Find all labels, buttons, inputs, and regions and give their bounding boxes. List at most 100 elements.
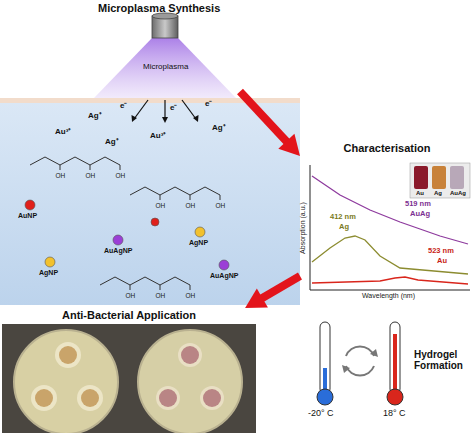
arrow-head xyxy=(278,134,300,156)
cycle-arrow xyxy=(346,346,374,356)
gold-nanoparticle xyxy=(25,200,35,210)
particle-label: AgNP xyxy=(189,239,208,247)
hydroxyl-label: OH xyxy=(116,172,126,179)
peak-label: 412 nm xyxy=(330,213,356,221)
electron-arrow xyxy=(164,100,165,119)
arrow-head xyxy=(162,117,168,123)
oh-bond xyxy=(160,285,161,290)
vial-label: Ag xyxy=(434,190,442,197)
inhibition-zone xyxy=(31,385,57,411)
sample-disc xyxy=(159,389,177,407)
inhibition-zone xyxy=(55,342,81,368)
axis-title: Wavelength (nm) xyxy=(362,292,415,300)
synthesis-panel: Microplasma Synthesis xyxy=(0,0,240,305)
arrow-head xyxy=(193,115,199,122)
particle-label: AuNP xyxy=(18,212,37,220)
x-axis xyxy=(310,290,470,291)
arrow-head xyxy=(245,288,268,308)
vial-label: Au xyxy=(416,190,424,197)
ag-spectrum xyxy=(312,236,468,274)
cold-bulb xyxy=(317,389,333,405)
petri-dish xyxy=(14,330,118,433)
oh-bond xyxy=(60,165,61,170)
sample-disc xyxy=(59,346,77,364)
vial-label: AuAg xyxy=(450,190,466,197)
hydroxyl-label: OH xyxy=(156,292,166,299)
arrow-head xyxy=(132,115,138,122)
silver-nanoparticle xyxy=(45,257,55,267)
series-label: AuAg xyxy=(410,210,430,218)
oh-bond xyxy=(190,195,191,200)
particle-label: AgNP xyxy=(39,269,58,277)
oh-bond xyxy=(90,165,91,170)
electron-arrow xyxy=(134,100,148,119)
process-label: Hydrogel Formation xyxy=(414,349,472,371)
ion-label: Ag⁺ xyxy=(105,138,119,147)
arrow-shaft xyxy=(261,276,300,299)
cycle-arrow xyxy=(346,366,374,376)
hydroxyl-label: OH xyxy=(56,172,66,179)
oh-bond xyxy=(160,195,161,200)
au-spectrum xyxy=(312,277,468,284)
peak-label: 523 nm xyxy=(428,247,454,255)
electron-arrow xyxy=(182,100,196,119)
ion-label: Au³⁺ xyxy=(150,132,166,141)
silver-nanoparticle xyxy=(195,227,205,237)
oh-bond xyxy=(130,285,131,290)
inhibition-zone xyxy=(178,343,202,367)
liquid xyxy=(0,98,300,305)
alloy-nanoparticle xyxy=(219,260,229,270)
axis-title: Absorption (a.u.) xyxy=(299,202,307,254)
liquid-body xyxy=(0,98,300,305)
oh-bond xyxy=(190,285,191,290)
ion-label: Au³⁺ xyxy=(55,128,71,137)
inhibition-zone xyxy=(156,386,180,410)
sample-disc xyxy=(203,389,221,407)
application-panel: Anti-Bacterial Application xyxy=(0,308,258,433)
hydroxyl-label: OH xyxy=(186,202,196,209)
hydroxyl-label: OH xyxy=(86,172,96,179)
polymer-chain xyxy=(30,157,120,165)
photo-background xyxy=(2,324,256,433)
series-label: Au xyxy=(437,257,447,265)
polymer-chain xyxy=(130,187,220,195)
particle-label: AuAgNP xyxy=(104,247,132,255)
sample-disc xyxy=(181,346,199,364)
electron-label: e⁻ xyxy=(205,100,212,109)
hydroxyl-label: OH xyxy=(216,202,226,209)
vial-photo xyxy=(410,163,470,198)
series-label: Ag xyxy=(339,223,349,231)
flow-arrow xyxy=(240,92,300,157)
temperature-label: 18° C xyxy=(383,409,406,419)
thermometers xyxy=(317,322,403,405)
ion-label: Ag⁺ xyxy=(212,124,226,133)
y-axis xyxy=(310,165,311,290)
electron-label: e⁻ xyxy=(120,102,127,111)
nanoparticles xyxy=(25,200,229,270)
electron-arrows xyxy=(132,100,199,123)
peak-label: 519 nm xyxy=(405,200,431,208)
flow-arrow xyxy=(245,276,300,308)
panel-heading: Microplasma Synthesis xyxy=(98,2,220,15)
gold-nanoparticle xyxy=(151,218,159,226)
warm-bulb xyxy=(387,389,403,405)
arrow-shaft xyxy=(240,92,288,143)
hydroxyl-label: OH xyxy=(186,292,196,299)
particle-label: AuAgNP xyxy=(210,272,238,280)
arrow-head xyxy=(342,365,350,373)
au-vial xyxy=(414,166,428,189)
ion-label: Ag⁺ xyxy=(88,112,102,121)
oh-bond xyxy=(220,195,221,200)
auag-vial xyxy=(450,166,464,189)
electron-label: e⁻ xyxy=(170,104,177,113)
microplasma-device xyxy=(94,13,236,98)
plasma-label: Microplasma xyxy=(143,63,188,72)
sample-disc xyxy=(81,389,99,407)
oh-bond xyxy=(120,165,121,170)
characterisation-panel: Characterisation xyxy=(300,140,474,300)
petri-dish xyxy=(138,330,242,433)
hydroxyl-label: OH xyxy=(126,292,136,299)
